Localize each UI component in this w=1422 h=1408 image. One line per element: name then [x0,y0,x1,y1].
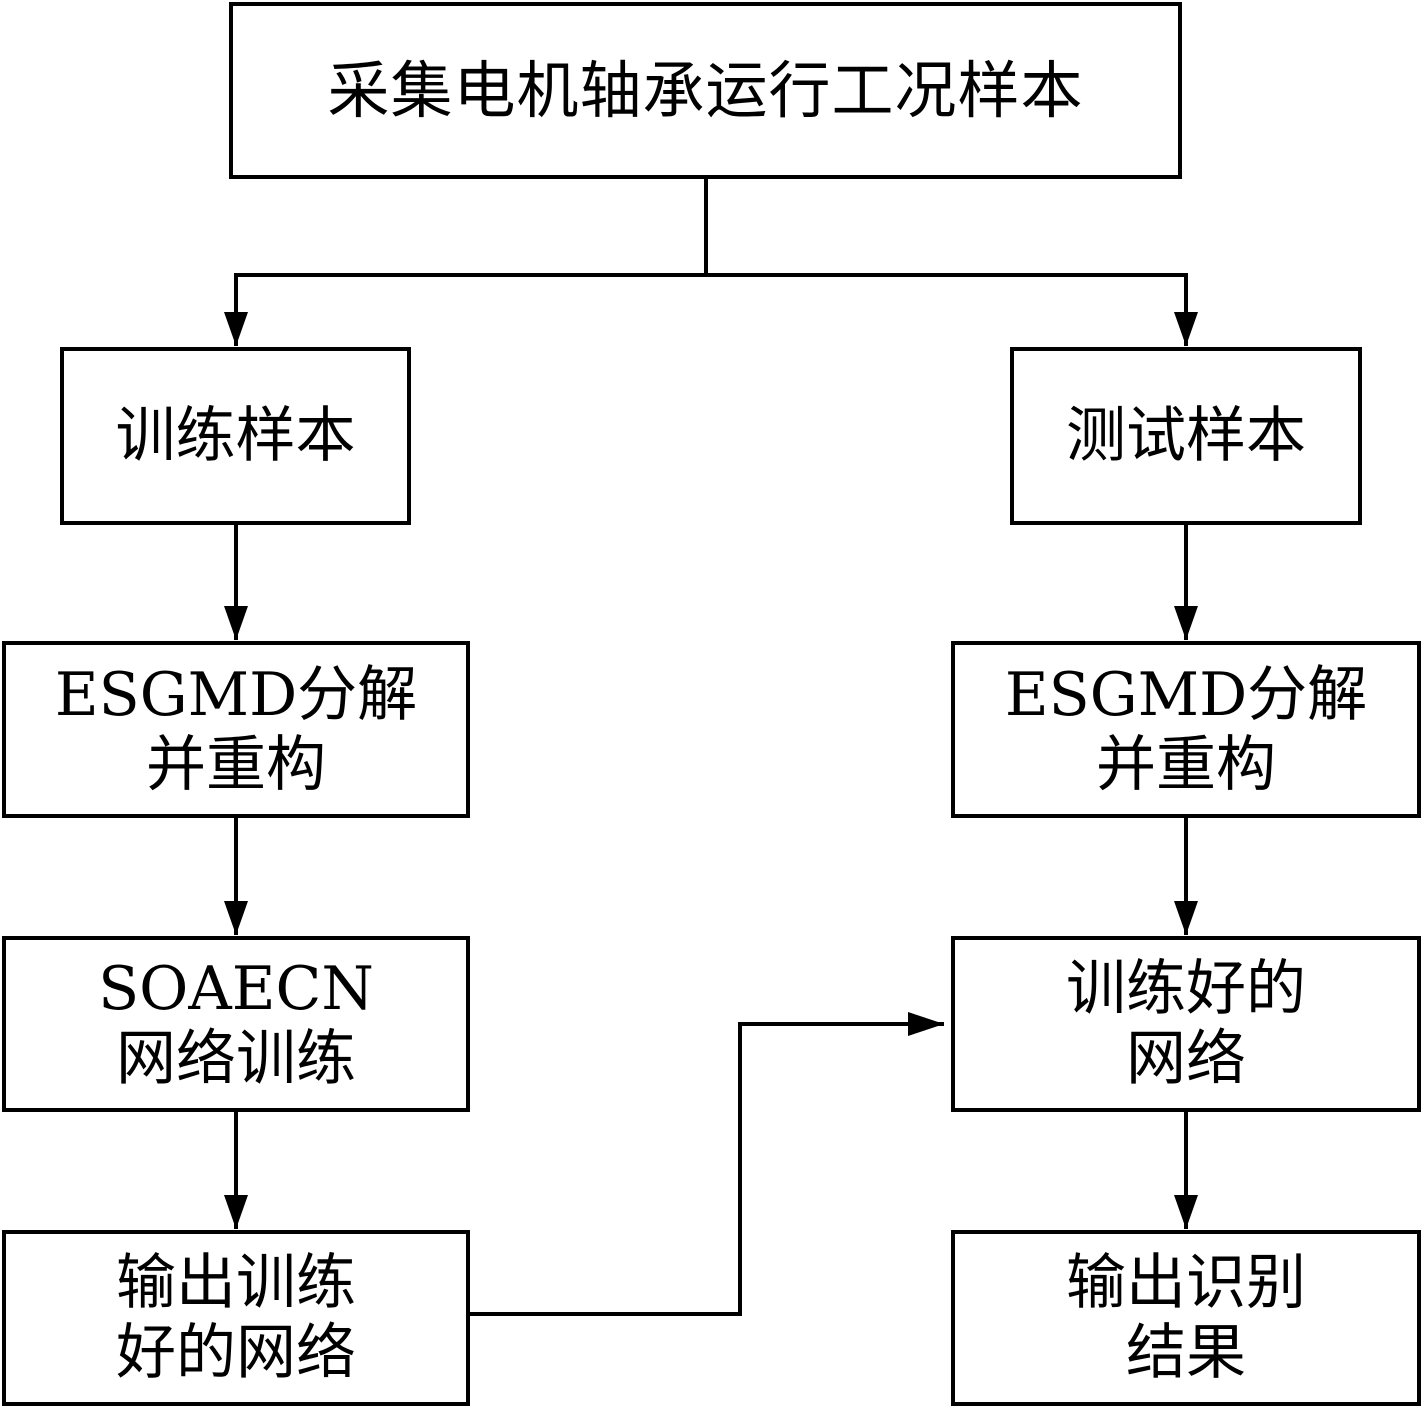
node-label: 采集电机轴承运行工况样本 [327,53,1084,127]
node-label-line-1: ESGMD分解 [1004,659,1368,730]
arrow-head-train-decompose [224,606,248,640]
node-label-line-2: 网络 [1126,1024,1246,1094]
node-label-line-2: 并重构 [1096,729,1276,800]
node-test-samples: 测试样本 [1010,347,1362,525]
node-label-line-1: ESGMD分解 [54,659,418,730]
node-label: 测试样本 [1066,401,1306,471]
edge-collect-to-train [234,177,708,346]
node-collect-samples: 采集电机轴承运行工况样本 [229,2,1182,179]
arrow-head-train-samples [224,312,248,346]
edge-collect-to-test [706,273,1188,346]
node-output-result: 输出识别 结果 [951,1230,1421,1406]
node-label-line-1: 输出训练 [116,1248,356,1318]
node-label-line-2: 好的网络 [116,1318,356,1388]
node-label-line-1: SOAECN [98,954,374,1024]
arrow-head-network-training [224,901,248,935]
node-label: 训练样本 [115,401,356,471]
arrow-head-test-samples [1174,312,1198,346]
node-trained-network: 训练好的 网络 [951,936,1421,1112]
node-network-training: SOAECN 网络训练 [2,936,470,1112]
node-test-decompose: ESGMD分解 并重构 [951,641,1421,818]
node-train-decompose: ESGMD分解 并重构 [2,641,470,818]
node-label-line-1: 输出识别 [1066,1248,1306,1318]
node-label-line-2: 结果 [1126,1318,1246,1388]
node-label-line-1: 训练好的 [1066,954,1306,1024]
node-output-trained-network: 输出训练 好的网络 [2,1230,470,1406]
arrow-head-trained-network [1174,901,1198,935]
arrow-head-output-result [1174,1195,1198,1229]
edge-output-trained-to-trained-network [469,1022,944,1316]
arrow-head-trained-network-left [908,1012,944,1036]
arrow-head-output-trained [224,1195,248,1229]
node-training-samples: 训练样本 [60,347,411,525]
node-label-line-2: 并重构 [146,729,326,800]
arrow-head-test-decompose [1174,606,1198,640]
node-label-line-2: 网络训练 [116,1024,356,1094]
